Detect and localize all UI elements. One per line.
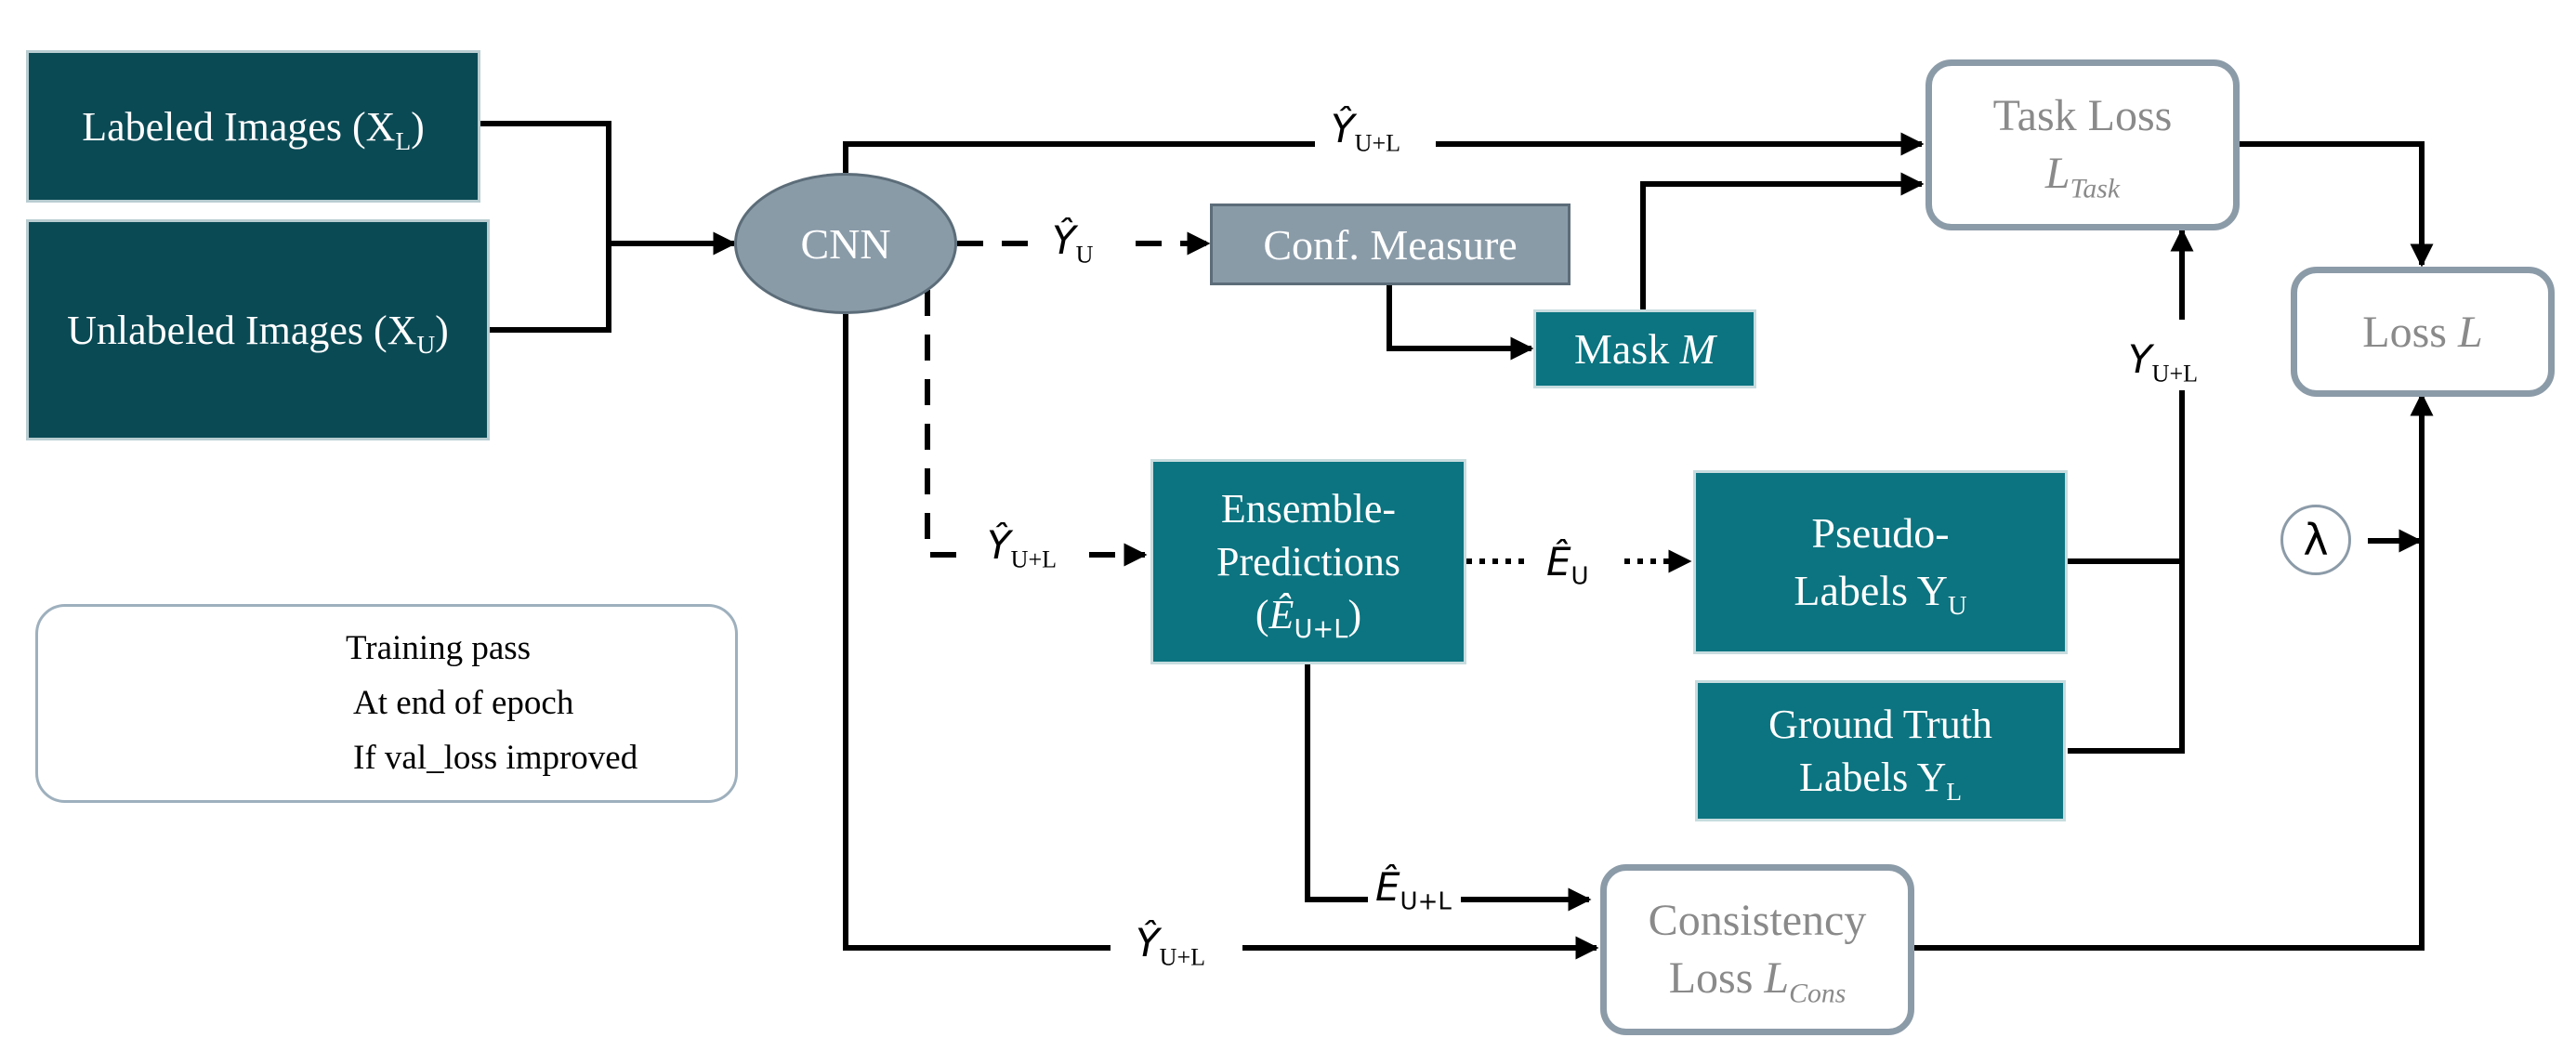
labeled-images-label: Labeled Images (X	[82, 103, 396, 150]
mask-var: M	[1679, 325, 1716, 373]
loss-var: L	[2457, 307, 2483, 357]
loss-label: Loss	[2362, 307, 2458, 357]
cons-line2: Loss	[1668, 953, 1765, 1003]
cons-sub: Cons	[1789, 978, 1847, 1009]
ensemble-var: Ê	[1268, 592, 1295, 638]
pseudo-sub: U	[1948, 592, 1967, 622]
consistency-loss-box: Consistency Loss LCons	[1600, 864, 1914, 1035]
legend	[35, 604, 738, 803]
edge-labeled-to-merge	[480, 121, 611, 243]
task-loss-var: L	[2044, 149, 2070, 198]
edge-ensemble-to-cons-a	[1305, 664, 1368, 902]
legend-label-training-pass: Training pass	[346, 629, 532, 667]
cnn-label: CNN	[800, 219, 891, 268]
ensemble-sub: U+L	[1294, 614, 1348, 644]
conf-measure-label: Conf. Measure	[1263, 220, 1518, 269]
edge-label-y-hat-ul-mid: ŶU+L	[987, 522, 1058, 573]
ground-line1: Ground Truth	[1768, 701, 1992, 747]
edge-cnn-to-task-loss-a	[843, 141, 1315, 173]
unlabeled-images-box: Unlabeled Images (XU)	[26, 219, 490, 440]
task-loss-line1: Task Loss	[1992, 90, 2173, 140]
lambda-label: λ	[2303, 515, 2329, 565]
unlabeled-images-sub: U	[416, 330, 436, 359]
edge-cons-to-loss	[1912, 392, 2434, 951]
cons-line1: Consistency	[1648, 895, 1867, 945]
edge-label-y-hat-ul-top: ŶU+L	[1331, 106, 1401, 157]
labeled-images-sub: L	[395, 126, 412, 155]
pseudo-line2: Labels Y	[1794, 567, 1949, 614]
labeled-images-close: )	[411, 103, 425, 150]
ground-truth-labels-box: Ground Truth Labels YL	[1695, 680, 2066, 821]
edge-task-loss-to-loss	[2236, 141, 2434, 268]
unlabeled-images-label: Unlabeled Images (X	[67, 307, 417, 353]
cnn-node: CNN	[734, 173, 957, 314]
loss-box: Loss L	[2291, 267, 2555, 397]
edge-cnn-to-ensemble-a	[925, 290, 966, 558]
unlabeled-images-close: )	[435, 307, 449, 353]
lambda-node: λ	[2280, 505, 2351, 575]
edge-label-e-hat-ul: ÊU+L	[1375, 864, 1452, 916]
edge-label-y-hat-u: ŶU	[1052, 217, 1094, 269]
edge-label-y-hat-ul-bottom: ŶU+L	[1136, 920, 1206, 971]
ground-sub: L	[1946, 777, 1963, 806]
task-loss-box: Task Loss LTask	[1925, 59, 2240, 230]
ensemble-predictions-box: Ensemble- Predictions (ÊU+L)	[1150, 459, 1466, 664]
legend-label-end-of-epoch: At end of epoch	[353, 684, 574, 722]
ensemble-open: (	[1255, 592, 1269, 638]
ensemble-close: )	[1347, 592, 1362, 638]
edge-mask-to-task-loss	[1640, 172, 1925, 309]
edge-ground-to-merge	[2068, 561, 2185, 754]
task-loss-sub: Task	[2070, 173, 2121, 204]
edge-label-e-hat-u: ÊU	[1546, 539, 1589, 591]
ground-line2: Labels Y	[1798, 755, 1947, 800]
edge-cnn-to-cons-a	[843, 314, 1111, 951]
pseudo-line1: Pseudo-	[1811, 508, 1950, 557]
edge-label-y-ul: YU+L	[2128, 336, 2199, 388]
cons-var: L	[1764, 953, 1790, 1003]
mask-box: Mask M	[1533, 309, 1756, 388]
edge-conf-to-mask	[1387, 283, 1534, 361]
labeled-images-box: Labeled Images (XL)	[26, 50, 480, 203]
conf-measure-box: Conf. Measure	[1210, 204, 1571, 285]
ensemble-line2: Predictions	[1216, 538, 1400, 585]
legend-label-val-loss: If val_loss improved	[353, 739, 638, 777]
mask-label: Mask	[1573, 325, 1680, 373]
pseudo-labels-box: Pseudo- Labels YU	[1693, 470, 2068, 654]
ensemble-line1: Ensemble-	[1220, 485, 1397, 532]
edge-unlabeled-to-merge	[490, 243, 611, 333]
